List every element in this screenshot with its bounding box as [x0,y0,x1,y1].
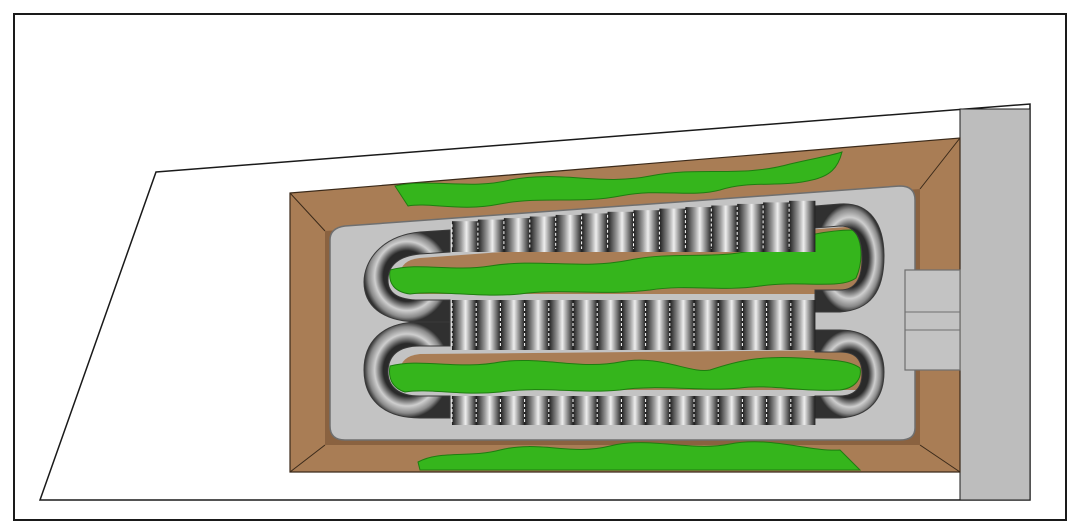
pipe-segment [548,396,574,425]
pipe-segment [607,211,634,252]
pipe-segment [645,300,671,350]
pipe-segment [524,300,550,350]
pipe-segment [476,396,501,425]
pipe-segment [529,216,557,252]
pipe-segment [573,396,598,425]
pipe-segment [718,300,743,350]
pipe-segment [742,300,767,350]
side-wall [959,108,1031,501]
pipe-segment [452,221,479,252]
pipe-segment [597,300,622,350]
pipe-segment [452,300,477,350]
pipe-segment [633,210,660,252]
pipe-segment [763,202,790,252]
pipe-segment [742,396,767,425]
vegetation-middle-lower [389,357,861,394]
pipe-segment [766,396,792,425]
pipe-segment [452,396,477,425]
pipe-segment [621,300,646,350]
vegetation-middle-upper [389,229,862,296]
pipe-segment [718,396,743,425]
middle-pipe-run [451,300,816,350]
pipe-segment [524,396,550,425]
upper-pipe-run [451,200,816,252]
pipe-segment [500,300,525,350]
outlet-connector [904,269,961,371]
pipe-segment [737,203,764,252]
pipe-segment [597,396,622,425]
bend-right-upper [814,203,885,313]
pipe-segment [789,200,816,252]
pipe-segment [555,214,582,252]
vegetation-bottom [417,441,862,471]
pipe-segment [476,300,501,350]
pipe-segment [669,396,695,425]
pipe-runs [451,200,816,425]
pipe-segment [694,300,719,350]
pipe-segment [500,396,525,425]
pipe-segment [621,396,646,425]
vegetation-top [394,151,843,208]
pipe-segment [477,219,505,252]
pipe-segment [659,208,686,252]
lower-pipe-run [451,396,816,425]
pipe-segment [581,213,608,252]
pipe-segment [685,207,712,252]
pipe-segment [573,300,598,350]
pipe-segment [790,396,816,425]
pipe-segment [669,300,695,350]
pipe-segment [645,396,671,425]
bend-left-lower [363,321,451,419]
pipe-segment [766,300,792,350]
pipe-segment [694,396,719,425]
pipe-segment [503,218,531,252]
pipe-segment [548,300,574,350]
pipe-segment [711,205,738,252]
pipe-segment [790,300,816,350]
